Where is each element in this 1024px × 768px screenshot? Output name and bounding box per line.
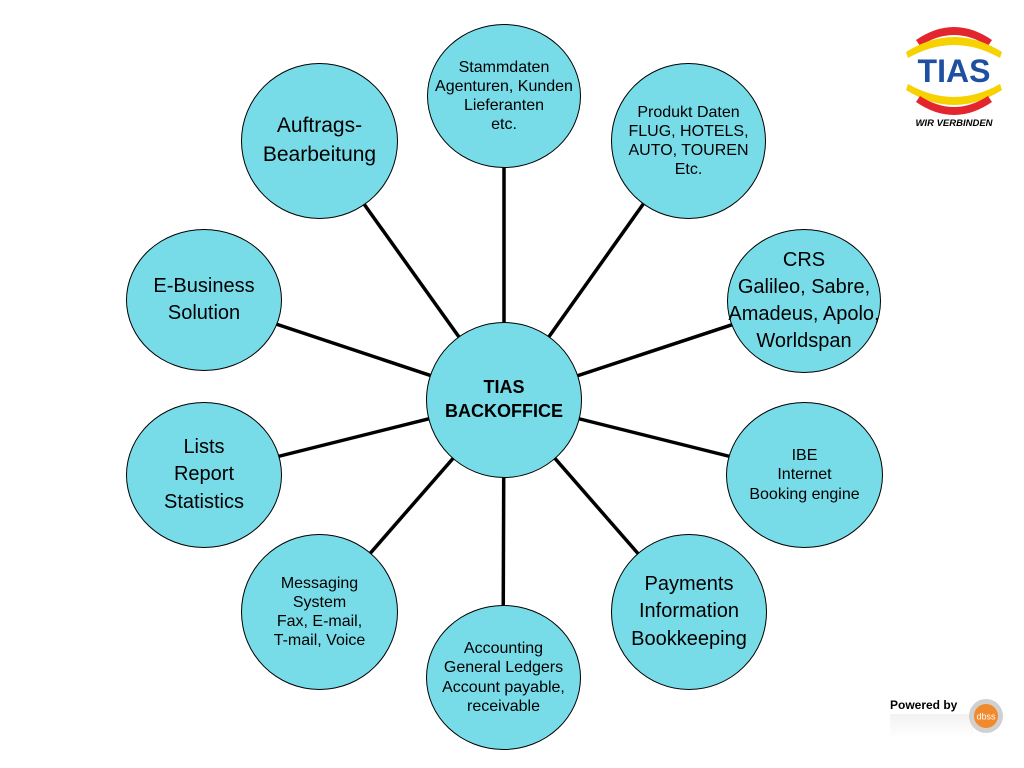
node-accounting: Accounting General Ledgers Account payab… [426, 605, 581, 750]
powered-by-label: Powered by [890, 698, 958, 712]
node-e-business-label: E-Business Solution [153, 274, 255, 324]
node-lists-label: Lists Report Statistics [163, 436, 245, 513]
tias-logo: TIAS WIR VERBINDEN [906, 27, 1002, 129]
tias-logo-wordmark: TIAS [918, 53, 991, 89]
node-ibe-label: IBE Internet Booking engine [749, 447, 860, 503]
node-messaging: Messaging System Fax, E-mail, T-mail, Vo… [241, 534, 398, 690]
tias-logo-tagline: WIR VERBINDEN [915, 118, 993, 129]
node-payments: Payments Information Bookkeeping [611, 534, 767, 690]
node-e-business: E-Business Solution [126, 229, 282, 371]
node-messaging-label: Messaging System Fax, E-mail, T-mail, Vo… [273, 574, 366, 650]
node-auftrags-bearbeitung-label: Auftrags- Bearbeitung [262, 114, 377, 166]
powered-by-footer: Powered by dbss [886, 694, 1010, 740]
node-payments-label: Payments Information Bookkeeping [631, 573, 747, 650]
dbss-logo: dbss [969, 699, 1003, 733]
node-produkt-daten: Produkt Daten FLUG, HOTELS, AUTO, TOUREN… [611, 63, 766, 219]
node-tias-backoffice-label: TIAS BACKOFFICE [445, 377, 563, 421]
dbss-logo-text: dbss [976, 712, 996, 722]
node-produkt-daten-label: Produkt Daten FLUG, HOTELS, AUTO, TOUREN… [628, 103, 749, 179]
powered-by-backdrop [890, 714, 974, 738]
node-ibe: IBE Internet Booking engine [726, 402, 883, 548]
node-tias-backoffice: TIAS BACKOFFICE [426, 322, 582, 478]
node-stammdaten: Stammdaten Agenturen, Kunden Lieferanten… [427, 24, 581, 168]
node-stammdaten-label: Stammdaten Agenturen, Kunden Lieferanten… [435, 58, 573, 134]
node-auftrags-bearbeitung: Auftrags- Bearbeitung [241, 63, 398, 219]
node-crs: CRS Galileo, Sabre, Amadeus, Apolo, Worl… [727, 229, 881, 373]
node-lists: Lists Report Statistics [126, 402, 282, 548]
node-accounting-label: Accounting General Ledgers Account payab… [442, 640, 565, 715]
node-crs-label: CRS Galileo, Sabre, Amadeus, Apolo, Worl… [728, 248, 880, 353]
